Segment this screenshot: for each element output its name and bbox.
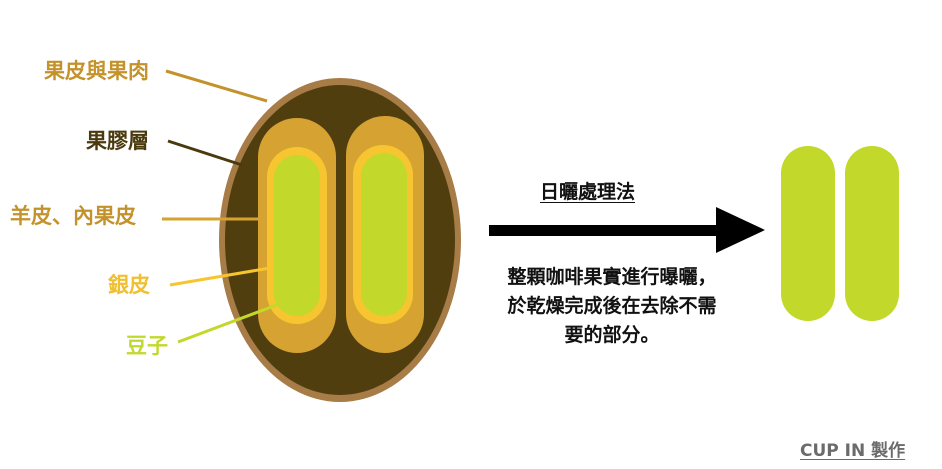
description-line: 要的部分。 xyxy=(564,324,660,346)
process-description: 整顆咖啡果實進行曝曬， 於乾燥完成後在去除不需 要的部分。 xyxy=(462,263,762,350)
dried-bean-right xyxy=(845,146,899,321)
process-title: 日曬處理法 xyxy=(540,181,636,203)
leader-silverskin xyxy=(169,266,271,287)
bean-right xyxy=(361,153,407,316)
label-silverskin: 銀皮 xyxy=(108,273,150,297)
bean-left xyxy=(274,155,320,316)
label-pulp: 果皮與果肉 xyxy=(44,59,149,83)
arrow-head xyxy=(716,207,765,253)
description-line: 於乾燥完成後在去除不需 xyxy=(507,295,717,317)
leader-pulp xyxy=(165,69,268,103)
leader-mucilage xyxy=(167,139,243,167)
leader-bean xyxy=(177,301,283,344)
dried-bean-left xyxy=(781,146,835,321)
label-bean: 豆子 xyxy=(126,334,168,358)
process-arrow xyxy=(489,207,765,253)
label-mucilage: 果膠層 xyxy=(86,129,149,153)
description-line: 整顆咖啡果實進行曝曬， xyxy=(507,266,717,288)
arrow-shaft xyxy=(489,225,719,236)
dried-beans xyxy=(781,146,899,321)
label-parchment: 羊皮、內果皮 xyxy=(10,204,136,228)
coffee-cherry xyxy=(219,78,461,402)
credit-text: CUP IN 製作 xyxy=(800,441,906,461)
